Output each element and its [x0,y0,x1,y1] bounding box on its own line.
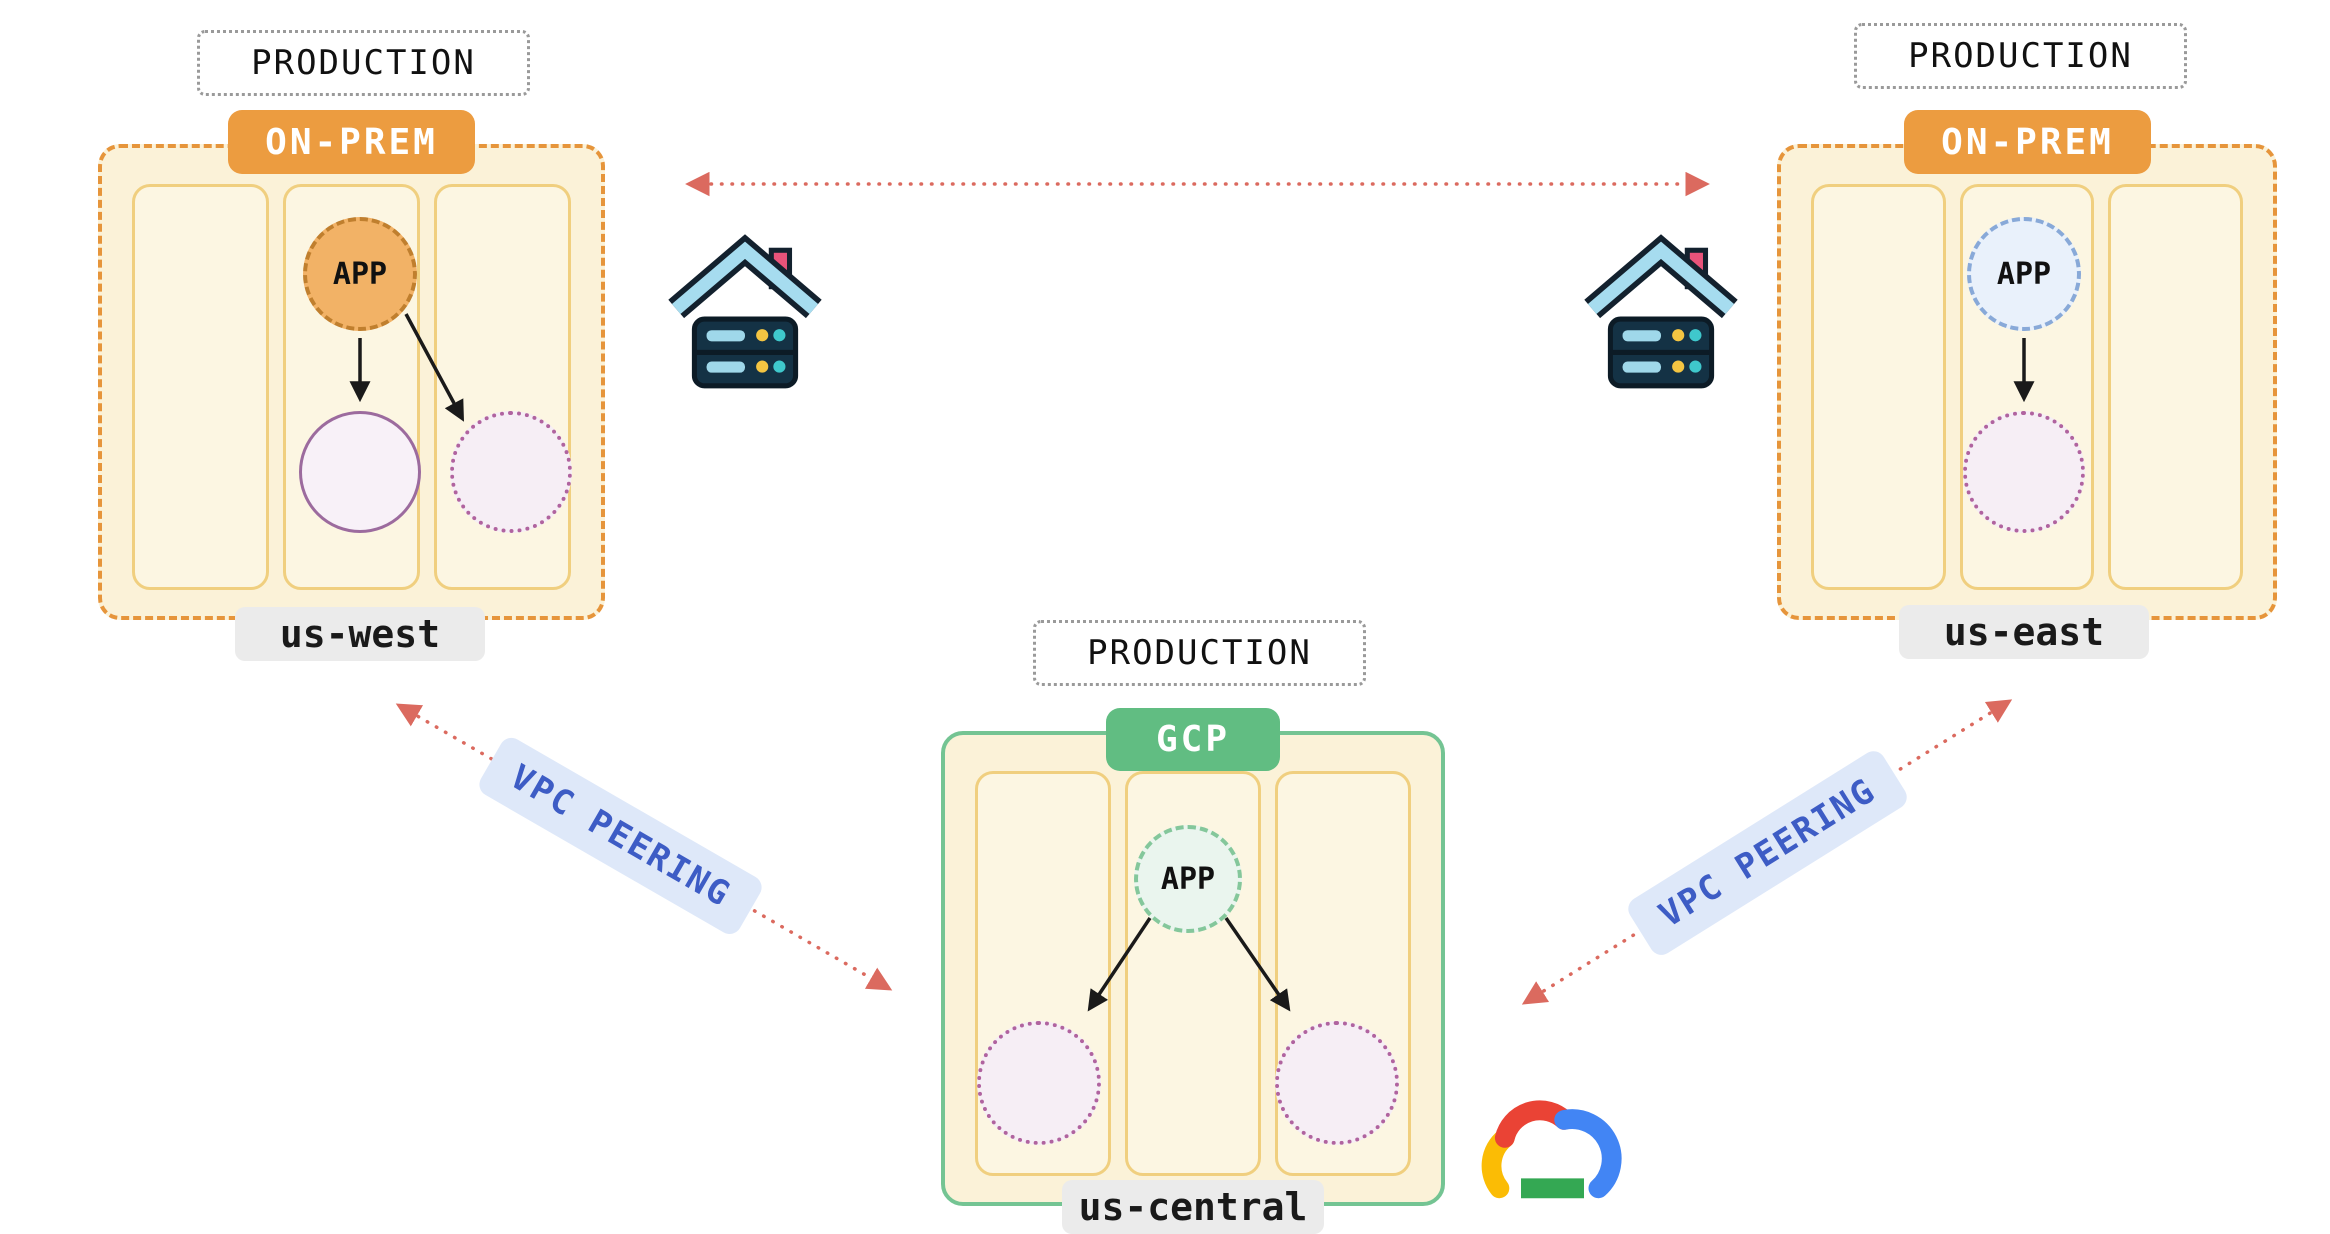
vpc-peering-label-west: VPC PEERING [475,733,767,939]
zone-column [2108,184,2244,590]
app-node-us-west: APP [303,217,417,331]
db-node-replica-us-east [1963,411,2085,533]
region-name-us-east: us-east [1899,605,2149,659]
production-label-us-central: PRODUCTION [1033,620,1366,686]
db-node-replica-us-west [450,411,572,533]
production-label-us-west: PRODUCTION [197,30,530,96]
region-box-us-east [1777,144,2277,620]
region-box-us-west [98,144,605,620]
region-name-us-west: us-west [235,607,485,661]
region-name-us-central: us-central [1062,1180,1324,1234]
onprem-badge-us-east: ON-PREM [1904,110,2151,174]
gcp-badge-us-central: GCP [1106,708,1280,771]
gcp-cloud-icon [1458,1078,1638,1223]
zone-column [132,184,269,590]
vpc-peering-label-east: VPC PEERING [1623,746,1912,960]
zone-column [1811,184,1946,590]
datacenter-icon-east [1580,228,1742,400]
datacenter-icon-west [664,228,826,400]
production-label-us-east: PRODUCTION [1854,23,2187,89]
db-node-replica-right-us-central [1275,1021,1399,1145]
db-node-solid-us-west [299,411,421,533]
onprem-badge-us-west: ON-PREM [228,110,475,174]
app-node-us-central: APP [1134,825,1242,933]
db-node-replica-left-us-central [977,1021,1101,1145]
app-node-us-east: APP [1967,217,2081,331]
